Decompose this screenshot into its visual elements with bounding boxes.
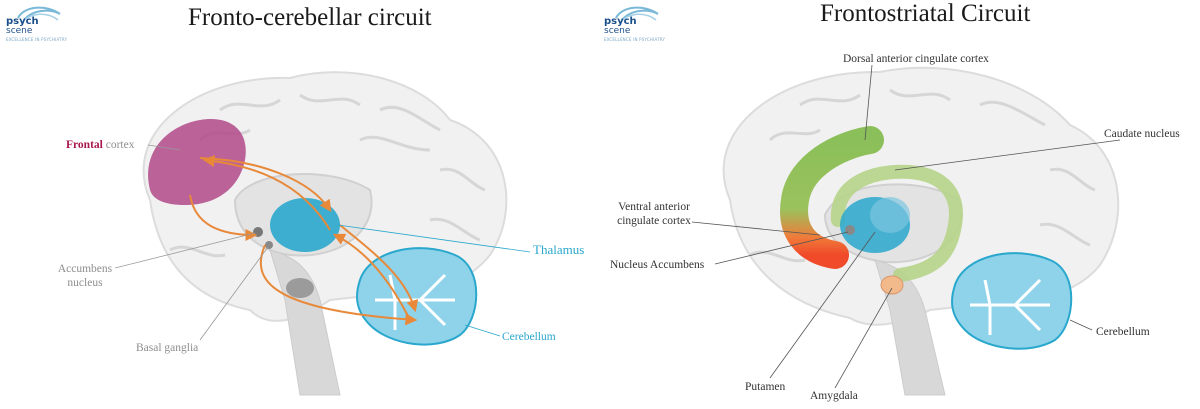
- pons-marker: [286, 278, 314, 298]
- panel-title: Frontostriatal Circuit: [820, 0, 1031, 27]
- cingulate-cortex-region: [780, 126, 884, 269]
- cerebellum-region: [951, 252, 1073, 350]
- ventral-acc-label-line2: cingulate cortex: [617, 215, 691, 227]
- psychscene-logo: psych scene EXCELLENCE IN PSYCHIATRY: [4, 4, 68, 44]
- leader-lines: [114, 144, 531, 341]
- fronto-cerebellar-panel: psych scene EXCELLENCE IN PSYCHIATRY Fro…: [4, 4, 585, 396]
- accumbens-label-line2: nucleus: [67, 277, 103, 289]
- logo-line1: psych: [6, 16, 39, 27]
- psychscene-logo: psych scene EXCELLENCE IN PSYCHIATRY: [602, 4, 666, 44]
- circuit-arrows: [189, 155, 419, 326]
- frontal-cortex-label: Frontal cortex: [66, 138, 134, 152]
- amygdala-label: Amygdala: [810, 390, 858, 402]
- fronto-cerebellar-brain-illustration: [114, 71, 531, 396]
- frontal-cortex-label-highlight: Frontal: [66, 139, 103, 151]
- panel-title: Fronto-cerebellar circuit: [188, 4, 432, 31]
- putamen-label: Putamen: [745, 381, 786, 393]
- ventral-acc-label-line1: Ventral anterior: [618, 201, 690, 213]
- logo-line2: scene: [6, 26, 33, 36]
- cerebellum-arbor: [970, 278, 1050, 335]
- thalamus-region: [270, 198, 340, 252]
- dorsal-acc-label: Dorsal anterior cingulate cortex: [843, 53, 989, 65]
- gyri-folds: [749, 88, 1096, 263]
- accumbens-label-line1: Accumbens: [57, 263, 113, 275]
- leader-lines: [691, 64, 1121, 389]
- caudate-nucleus-region: [830, 164, 963, 282]
- accumbens-nucleus-label: Accumbens nucleus: [50, 262, 120, 290]
- basal-ganglia-dot: [265, 241, 273, 249]
- cerebellum-label: Cerebellum: [1096, 326, 1150, 338]
- nucleus-accumbens-label: Nucleus Accumbens: [610, 259, 705, 271]
- inner-striatum: [870, 197, 910, 233]
- cerebellum-region: [356, 247, 478, 346]
- logo-line3: EXCELLENCE IN PSYCHIATRY: [6, 37, 68, 42]
- frontal-cortex-label-rest: cortex: [102, 139, 135, 151]
- cerebellum-label: Cerebellum: [502, 331, 556, 343]
- cerebellum-arbor: [375, 273, 455, 330]
- basal-ganglia-label: Basal ganglia: [136, 342, 199, 354]
- ventral-acc-label: Ventral anterior cingulate cortex: [604, 200, 704, 228]
- logo-line1: psych: [604, 16, 637, 27]
- logo-line3: EXCELLENCE IN PSYCHIATRY: [604, 37, 666, 42]
- frontostriatal-panel: psych scene EXCELLENCE IN PSYCHIATRY Fro…: [600, 0, 1200, 409]
- frontal-cortex-region: [148, 119, 246, 205]
- logo-line2: scene: [604, 26, 631, 36]
- nucleus-accumbens-dot: [845, 225, 855, 235]
- thalamus-label: Thalamus: [533, 242, 585, 257]
- caudate-nucleus-label: Caudate nucleus: [1104, 128, 1180, 140]
- frontostriatal-brain-illustration: [691, 64, 1121, 396]
- amygdala-region: [880, 275, 904, 295]
